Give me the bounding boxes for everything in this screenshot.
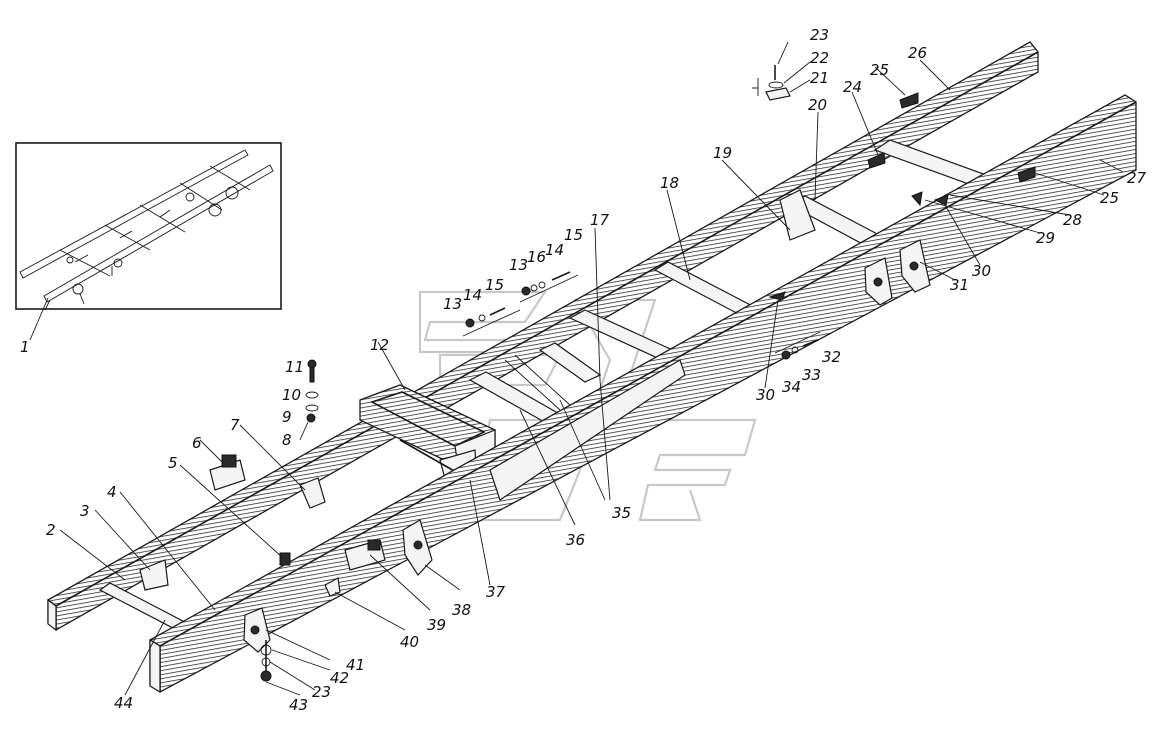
- callout-39: 39: [427, 616, 446, 634]
- callout-44: 44: [114, 694, 133, 712]
- bolt-11: [309, 367, 315, 383]
- callout-11: 11: [285, 358, 304, 376]
- plate-30b: [933, 194, 949, 206]
- callout-6: 6: [192, 434, 202, 452]
- callout-35: 35: [612, 504, 631, 522]
- cross-members: [98, 139, 1002, 638]
- callout-3: 3: [80, 502, 90, 520]
- callout-24: 24: [843, 78, 862, 96]
- washer-14a: [478, 314, 486, 322]
- washer-16: [530, 284, 538, 292]
- bolt-32: [802, 339, 819, 347]
- callout-30a: 30: [756, 386, 775, 404]
- bracket-40: [324, 577, 341, 597]
- inset-overview: [15, 142, 282, 311]
- leader-lines: [29, 41, 1124, 696]
- callout-28: 28: [1063, 211, 1082, 229]
- callout-41: 41: [346, 656, 365, 674]
- bolt-15b: [551, 271, 571, 281]
- bracket-3: [139, 559, 169, 591]
- callout-25b: 25: [1100, 189, 1119, 207]
- inset-frame-border: [15, 142, 282, 310]
- nut-34: [781, 350, 791, 360]
- washer-33: [791, 346, 799, 354]
- callout-13b: 13: [509, 256, 528, 274]
- washer-9: [305, 404, 319, 412]
- nut-8: [306, 413, 316, 423]
- inset-left-rail: [19, 149, 249, 279]
- callout-30b: 30: [972, 262, 991, 280]
- right-side-rail: [149, 94, 1137, 694]
- callout-29: 29: [1036, 229, 1055, 247]
- callout-21: 21: [810, 69, 829, 87]
- callout-labels: 1 2 3 4 5 6 7 8 9 10 11 12 13 14 15 13 1…: [20, 26, 1147, 714]
- nut-13b: [521, 286, 531, 296]
- washer-22: [768, 81, 784, 89]
- callout-4: 4: [107, 483, 117, 501]
- callout-31: 31: [950, 276, 969, 294]
- callout-10: 10: [282, 386, 301, 404]
- callout-37: 37: [486, 583, 506, 601]
- callout-5: 5: [168, 454, 178, 472]
- washer-10: [305, 391, 319, 399]
- plate-25a: [899, 92, 919, 109]
- callout-27: 27: [1127, 169, 1147, 187]
- callout-14a: 14: [463, 286, 482, 304]
- callout-16: 16: [527, 248, 546, 266]
- callout-23a: 23: [810, 26, 829, 44]
- callout-20: 20: [808, 96, 827, 114]
- callout-18: 18: [660, 174, 679, 192]
- plate-21: [765, 87, 791, 101]
- callout-42: 42: [330, 669, 349, 687]
- bolt-43: [260, 670, 272, 682]
- callout-38: 38: [452, 601, 471, 619]
- callout-15b: 15: [564, 226, 583, 244]
- callout-26: 26: [908, 44, 927, 62]
- callout-23b: 23: [312, 683, 331, 701]
- callout-22: 22: [810, 49, 829, 67]
- spring-brackets: [139, 92, 1036, 653]
- callout-8: 8: [282, 431, 292, 449]
- washer-14b: [538, 281, 546, 289]
- callout-43: 43: [289, 696, 308, 714]
- callout-36: 36: [566, 531, 585, 549]
- bracket-7: [299, 477, 326, 509]
- fasteners: [260, 65, 821, 682]
- callout-14b: 14: [545, 241, 564, 259]
- callout-25a: 25: [870, 61, 889, 79]
- callout-17: 17: [590, 211, 610, 229]
- callout-19: 19: [713, 144, 732, 162]
- nut-13a: [465, 318, 475, 328]
- bolt-15a: [489, 307, 506, 316]
- plate-5: [279, 552, 291, 566]
- plate-30a: [768, 291, 786, 301]
- callout-34: 34: [782, 378, 801, 396]
- inset-right-rail: [43, 164, 274, 303]
- callout-12: 12: [370, 336, 389, 354]
- callout-2: 2: [46, 521, 56, 539]
- callout-32: 32: [822, 348, 841, 366]
- callout-15a: 15: [485, 276, 504, 294]
- plate-25b: [1017, 166, 1036, 183]
- callout-33: 33: [802, 366, 821, 384]
- callout-1: 1: [20, 338, 30, 356]
- plate-24: [867, 152, 886, 169]
- callout-40: 40: [400, 633, 419, 651]
- callout-13a: 13: [443, 295, 462, 313]
- callout-9: 9: [282, 408, 292, 426]
- callout-7: 7: [230, 416, 240, 434]
- left-side-rail: [47, 41, 1039, 632]
